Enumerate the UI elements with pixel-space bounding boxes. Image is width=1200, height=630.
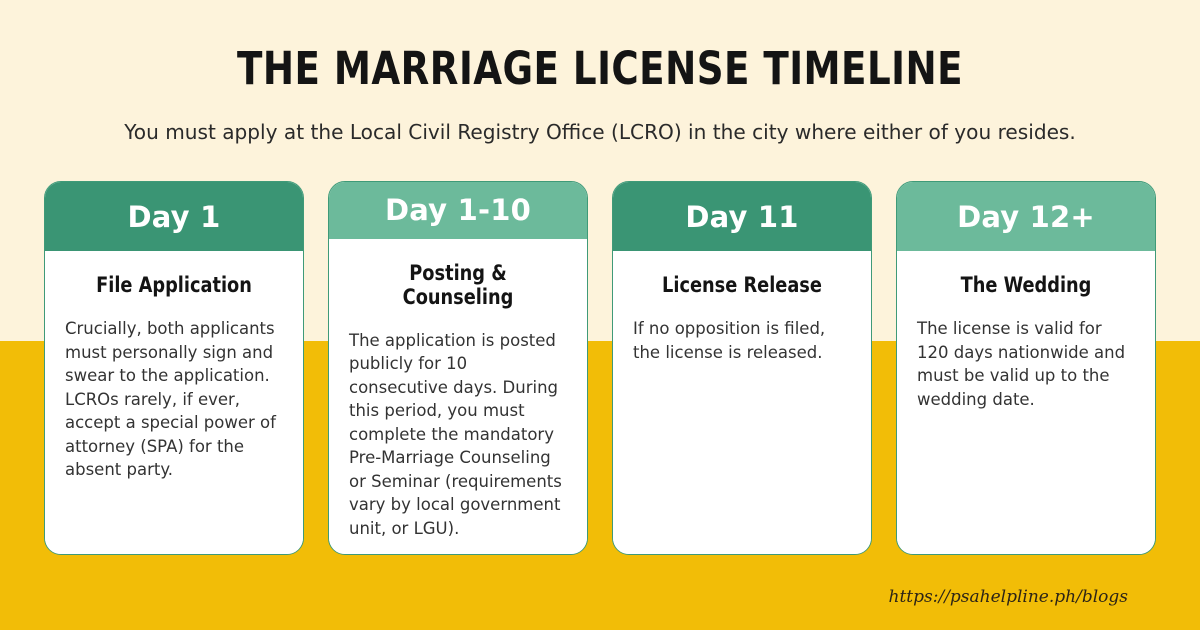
source-url[interactable]: https://psahelpline.ph/blogs [888,587,1128,607]
card-day-label: Day 11 [685,199,799,234]
page-subtitle: You must apply at the Local Civil Regist… [124,120,1076,144]
page-title: THE MARRIAGE LICENSE TIMELINE [237,42,963,95]
card-body-day-11: License Release If no opposition is file… [613,251,871,554]
card-header-day-12-plus: Day 12+ [897,182,1155,251]
card-description: The license is valid for 120 days nation… [917,319,1126,409]
card-description: The application is posted publicly for 1… [349,330,562,538]
timeline-card-day-12-plus: Day 12+ The Wedding The license is valid… [896,181,1156,555]
card-body-day-1-10: Posting & Counseling The application is … [329,238,587,554]
timeline-card-day-11: Day 11 License Release If no opposition … [612,181,872,555]
timeline-card-day-1: Day 1 File Application Crucially, both a… [44,181,304,555]
card-day-label: Day 12+ [957,199,1095,234]
card-body-day-12-plus: The Wedding The license is valid for 120… [897,251,1155,554]
timeline-card-day-1-10: Day 1-10 Posting & Counseling The applic… [328,181,588,555]
card-header-day-1: Day 1 [45,182,303,251]
card-day-label: Day 1 [127,199,221,234]
card-title: Posting & Counseling [402,260,514,309]
card-header-day-1-10: Day 1-10 [329,182,587,239]
page-header: THE MARRIAGE LICENSE TIMELINE You must a… [0,42,1200,146]
card-body-day-1: File Application Crucially, both applica… [45,251,303,554]
card-title: License Release [662,273,822,297]
card-description: Crucially, both applicants must personal… [65,319,276,479]
card-description: If no opposition is filed, the license i… [633,319,826,362]
card-header-day-11: Day 11 [613,182,871,251]
card-title: The Wedding [960,273,1092,297]
card-title: File Application [96,273,252,297]
timeline-card-list: Day 1 File Application Crucially, both a… [44,181,1156,555]
card-day-label: Day 1-10 [385,193,531,228]
